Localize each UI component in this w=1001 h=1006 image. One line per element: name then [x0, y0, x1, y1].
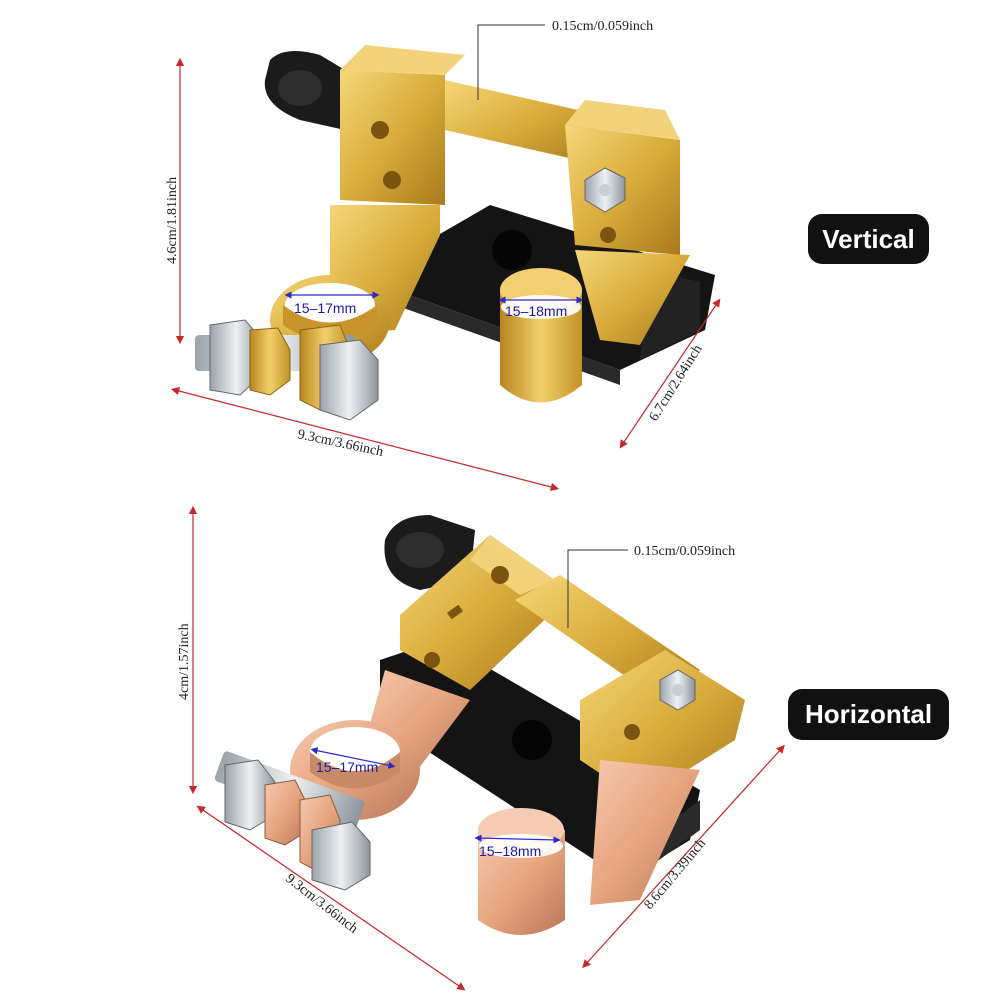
bottom-clamp-large-label: 15–18mm: [479, 843, 541, 859]
top-height-label: 4.6cm/1.81inch: [165, 177, 180, 264]
top-clamp-small-label: 15–17mm: [294, 300, 356, 316]
bottom-height-label: 4cm/1.57inch: [177, 623, 192, 700]
vertical-switch: [195, 45, 715, 421]
horizontal-dimension-lines: [188, 505, 785, 991]
bottom-clamp-small-label: 15–17mm: [316, 759, 378, 775]
vertical-dimension-lines: [170, 24, 721, 492]
bottom-thickness-label: 0.15cm/0.059inch: [634, 544, 735, 559]
top-width-label: 6.7cm/2.64inch: [647, 342, 706, 424]
top-thickness-label: 0.15cm/0.059inch: [552, 19, 653, 34]
vertical-badge: Vertical: [808, 214, 929, 264]
horizontal-badge: Horizontal: [788, 689, 949, 740]
top-clamp-large-label: 15–18mm: [505, 303, 567, 319]
